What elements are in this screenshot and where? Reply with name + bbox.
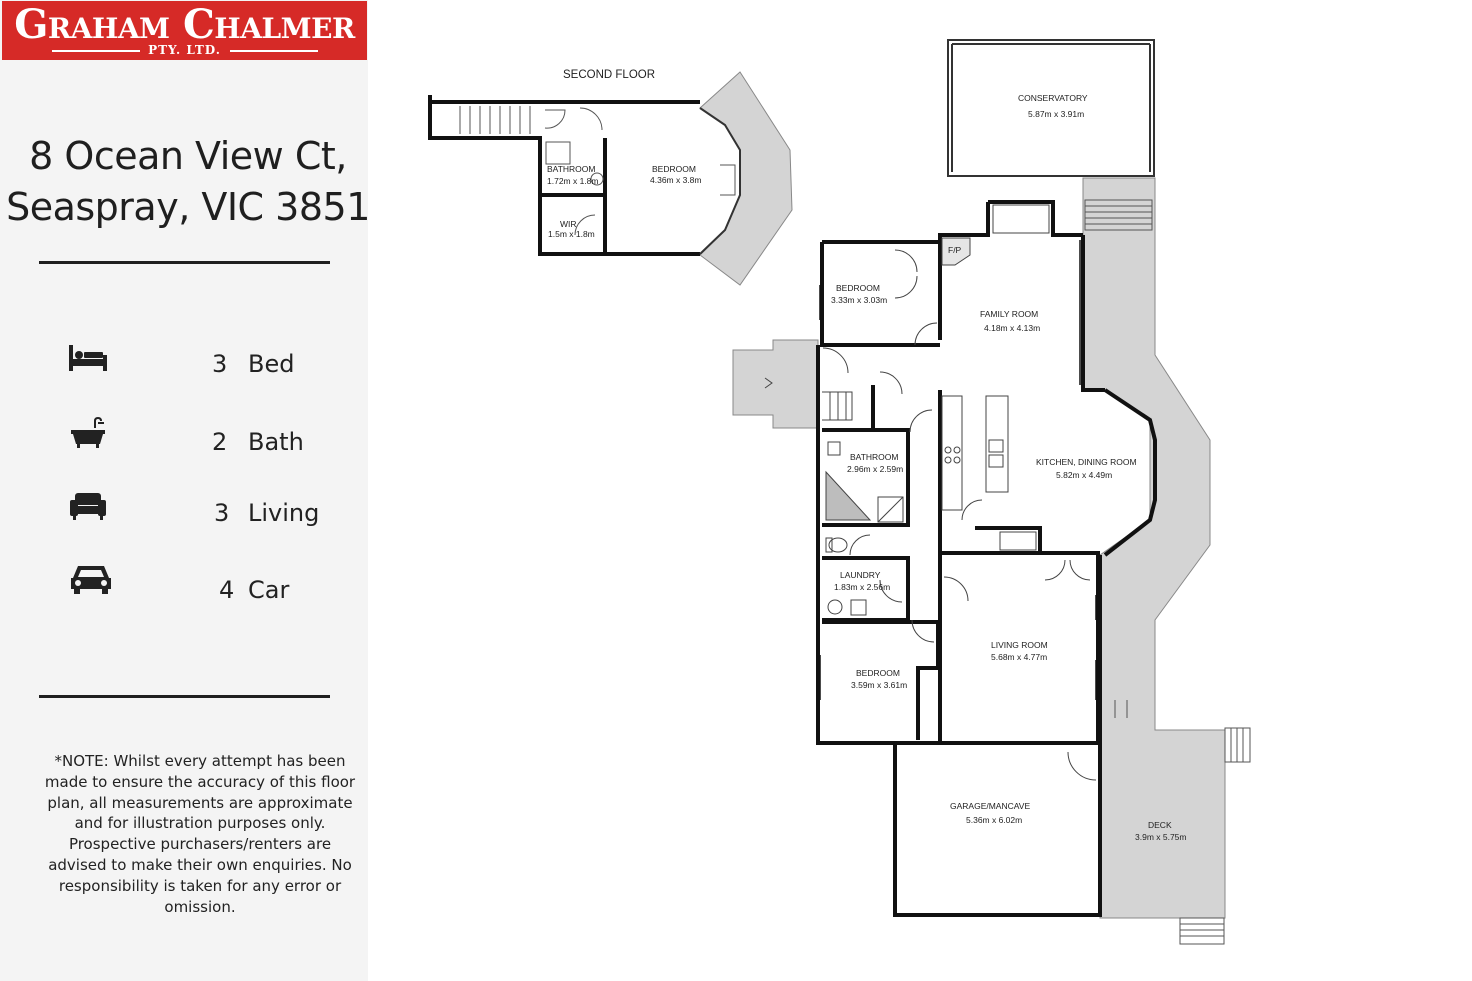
stairs <box>1084 199 1251 945</box>
living-dims: 5.68m x 4.77m <box>991 652 1047 662</box>
bathtub-icon <box>71 416 105 448</box>
bed-count: 3 <box>212 350 228 378</box>
kitchen-dims: 5.82m x 4.49m <box>1056 470 1112 480</box>
second-floor-title: SECOND FLOOR <box>563 69 655 81</box>
deck-name: DECK <box>1148 820 1172 830</box>
living-count: 3 <box>214 499 230 527</box>
car-count: 4 <box>219 576 235 604</box>
bathroom-dims: 2.96m x 2.59m <box>847 464 903 474</box>
fixtures <box>764 204 1097 781</box>
living-name: LIVING ROOM <box>991 640 1048 650</box>
ground-floor-walls <box>816 200 1105 917</box>
room-labels: BEDROOM 3.33m x 3.03m F/P FAMILY ROOM 4.… <box>831 245 1187 842</box>
laundry-dims: 1.83m x 2.56m <box>834 582 890 592</box>
conservatory-name: CONSERVATORY <box>1018 93 1088 103</box>
family-name: FAMILY ROOM <box>980 309 1038 319</box>
fp-name: F/P <box>948 245 962 255</box>
bedroom1-name: BEDROOM <box>836 283 880 293</box>
sofa-icon <box>70 493 106 520</box>
sf-bathroom-name: BATHROOM <box>547 164 595 174</box>
bedroom2-dims: 3.59m x 3.61m <box>851 680 907 690</box>
address-line-1: 8 Ocean View Ct, <box>29 134 347 178</box>
sf-wir-dims: 1.5m x 1.8m <box>548 229 595 239</box>
conservatory-dims: 5.87m x 3.91m <box>1028 109 1084 119</box>
bath-label: Bath <box>248 428 304 456</box>
bathroom-name: BATHROOM <box>850 452 898 462</box>
bath-count: 2 <box>212 428 228 456</box>
second-floor-plan: SECOND FLOOR BATHROOM 1.72m x 1.8m WIR 1… <box>428 69 741 256</box>
address-line-2: Seaspray, VIC 3851 <box>6 185 370 229</box>
verandah-area <box>699 71 1226 919</box>
sf-bathroom-dims: 1.72m x 1.8m <box>547 176 599 186</box>
car-icon <box>71 566 111 594</box>
family-dims: 4.18m x 4.13m <box>984 323 1040 333</box>
logo-rule-right <box>230 50 318 52</box>
disclaimer-note: *NOTE: Whilst every attempt has been mad… <box>44 752 356 916</box>
laundry-name: LAUNDRY <box>840 570 881 580</box>
conservatory: CONSERVATORY 5.87m x 3.91m <box>947 39 1155 177</box>
bedroom2-name: BEDROOM <box>856 668 900 678</box>
bed-icon <box>69 345 107 371</box>
kitchen-name: KITCHEN, DINING ROOM <box>1036 457 1137 467</box>
logo-rule-left <box>52 50 140 52</box>
garage-dims: 5.36m x 6.02m <box>966 815 1022 825</box>
car-label: Car <box>248 576 290 604</box>
sf-bedroom-name: BEDROOM <box>652 164 696 174</box>
brand-name: Graham Chalmer <box>14 1 355 48</box>
bay-window <box>1103 388 1157 557</box>
bed-label: Bed <box>248 350 295 378</box>
deck-dims: 3.9m x 5.75m <box>1135 832 1187 842</box>
divider-top <box>39 261 330 264</box>
sf-bedroom-dims: 4.36m x 3.8m <box>650 175 702 185</box>
living-label: Living <box>248 499 320 527</box>
brand-sub: PTY. LTD. <box>148 43 221 57</box>
info-sidebar: Graham Chalmer PTY. LTD. 8 Ocean View Ct… <box>0 0 370 981</box>
brand-logo: Graham Chalmer PTY. LTD. <box>2 1 367 60</box>
garage-name: GARAGE/MANCAVE <box>950 801 1030 811</box>
sf-wir-name: WIR <box>560 219 577 229</box>
divider-bottom <box>39 695 330 698</box>
wall-windows <box>819 240 1097 700</box>
bedroom1-dims: 3.33m x 3.03m <box>831 295 887 305</box>
